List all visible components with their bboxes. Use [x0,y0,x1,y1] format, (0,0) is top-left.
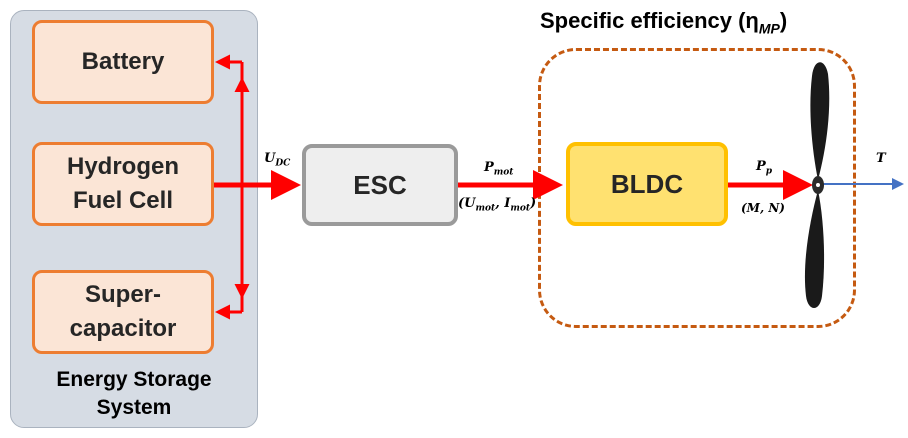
pmot-label: Pmot [484,160,514,178]
energy-storage-system-label: Energy Storage System [56,368,212,419]
specific-efficiency-title: Specific efficiency (ηMP) [540,8,788,37]
umot-imot-label: (Umot, Imot) [458,196,537,214]
title-subscript: MP [758,20,780,37]
mn-label: (M, N) [741,201,785,215]
hydrogen-fuel-cell-box: Hydrogen Fuel Cell [32,142,214,226]
battery-box: Battery [32,20,214,104]
udc-label: UDC [264,151,291,169]
pp-label: Pp [756,159,773,177]
thrust-label: T [876,151,886,166]
esc-box: ESC [302,144,458,226]
supercapacitor-box: Super- capacitor [32,270,214,354]
propeller-icon [804,62,830,308]
bldc-box: BLDC [566,142,728,226]
